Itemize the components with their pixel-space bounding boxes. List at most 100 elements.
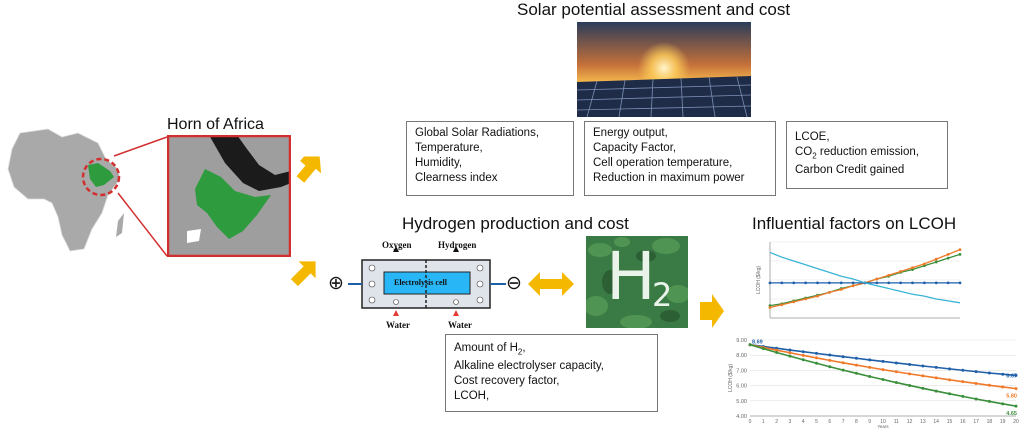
focus-circle: [81, 157, 121, 197]
data-point: [934, 365, 938, 369]
data-point: [987, 399, 991, 403]
data-point: [748, 343, 752, 347]
electrolyser-shape: [348, 246, 506, 316]
water-right-label: Water: [448, 320, 472, 330]
double-arrow: [528, 272, 574, 296]
hydrogen-output-amount: Amount of H2,: [454, 342, 526, 357]
y-tick-label: 7.00: [736, 368, 747, 374]
data-point: [768, 281, 772, 285]
data-point: [948, 378, 951, 382]
data-point: [908, 372, 912, 376]
data-point: [1001, 372, 1005, 376]
data-point: [934, 257, 938, 261]
data-point: [1001, 385, 1005, 389]
x-tick-label: 20: [1013, 419, 1019, 425]
y-tick-label: 6.00: [736, 384, 747, 390]
solar-output-item: Cell operation temperature,: [593, 157, 733, 169]
data-point: [828, 365, 832, 369]
x-tick-label: 4: [802, 419, 805, 425]
data-point: [921, 364, 925, 368]
data-point: [875, 277, 879, 281]
data-point: [958, 248, 962, 251]
x-tick-label: 3: [789, 419, 792, 425]
data-point: [1014, 373, 1018, 377]
x-tick-label: 6: [828, 419, 831, 425]
x-tick-label: 0: [749, 419, 752, 425]
y-axis-label: LCOH ($/kg): [728, 364, 734, 392]
hydrogen-output-crf: Cost recovery factor,: [454, 375, 560, 388]
hydrogen-output-lcoh: LCOH,: [454, 390, 490, 403]
data-point: [934, 281, 938, 285]
data-point: [854, 356, 858, 360]
data-point: [816, 281, 819, 285]
solar-output-item: Capacity Factor,: [593, 142, 677, 154]
data-point: [974, 381, 978, 385]
h2-letter: H: [606, 238, 656, 315]
data-point: [908, 383, 912, 387]
solar-input-item: Humidity,: [415, 157, 463, 169]
solar-input-item: Clearness index: [415, 172, 498, 184]
x-tick-label: 5: [815, 419, 818, 425]
solar-input-item: Temperature,: [415, 142, 483, 154]
data-point: [948, 367, 951, 371]
x-tick-label: 13: [920, 419, 926, 425]
data-point: [899, 281, 903, 285]
x-tick-label: 8: [855, 419, 858, 425]
data-point: [881, 368, 885, 372]
oxygen-label: Oxygen: [382, 240, 412, 250]
data-point: [934, 260, 938, 264]
data-point: [839, 281, 843, 285]
data-point: [899, 270, 903, 273]
plus-terminal: ⊕: [328, 273, 344, 294]
arrow-to-hydrogen: [290, 261, 316, 287]
hydrogen-label: Hydrogen: [438, 240, 477, 250]
x-tick-label: 1: [762, 419, 765, 425]
arrow-to-solar: [296, 156, 322, 183]
x-tick-label: 10: [880, 419, 886, 425]
data-point: [868, 365, 872, 369]
data-point: [922, 262, 926, 266]
cost-output-carbon-credit: Carbon Credit gained: [795, 164, 905, 177]
data-point: [841, 355, 845, 359]
x-tick-label: 11: [894, 419, 899, 425]
data-point: [841, 368, 845, 372]
data-point: [851, 284, 855, 288]
data-point: [881, 378, 885, 382]
data-point: [961, 380, 965, 384]
data-point: [894, 361, 898, 365]
horn-highlight: [88, 163, 114, 187]
influential-title: Influential factors on LCOH: [752, 214, 957, 233]
data-point: [827, 290, 831, 294]
electrolyser-diagram: ⊕ ⊖ Oxygen Hydrogen Electrolysis cell Wa…: [326, 236, 524, 334]
data-point: [1014, 404, 1018, 408]
data-point: [974, 397, 978, 401]
data-point: [788, 351, 792, 355]
data-point: [948, 392, 951, 396]
data-point: [868, 374, 872, 378]
data-point: [911, 266, 914, 270]
data-point: [987, 383, 991, 387]
data-point: [958, 281, 962, 285]
sensitivity-chart: LCOH ($/kg): [756, 241, 962, 319]
data-point: [775, 350, 779, 354]
data-point: [854, 371, 858, 375]
data-point: [804, 281, 808, 285]
y-tick-label: 9.00: [736, 338, 747, 344]
hydrogen-outputs-box: Amount of H2, Alkaline electrolyser capa…: [445, 334, 658, 412]
data-point: [839, 288, 843, 291]
data-point: [768, 306, 772, 309]
data-point: [908, 362, 912, 366]
data-point: [851, 281, 855, 285]
x-axis-label: Years: [877, 424, 889, 428]
data-point: [934, 389, 938, 393]
data-point: [815, 356, 818, 360]
hydrogen-title: Hydrogen production and cost: [402, 214, 629, 233]
data-label: 4.65: [1006, 411, 1017, 417]
data-point: [875, 281, 879, 285]
cost-outputs-box: LCOE, CO2 reduction emission, Carbon Cre…: [786, 121, 948, 189]
data-point: [946, 252, 950, 256]
data-point: [780, 303, 784, 307]
solar-inputs-box: Global Solar Radiations, Temperature, Hu…: [406, 121, 574, 196]
data-label: 8.69: [752, 340, 763, 346]
